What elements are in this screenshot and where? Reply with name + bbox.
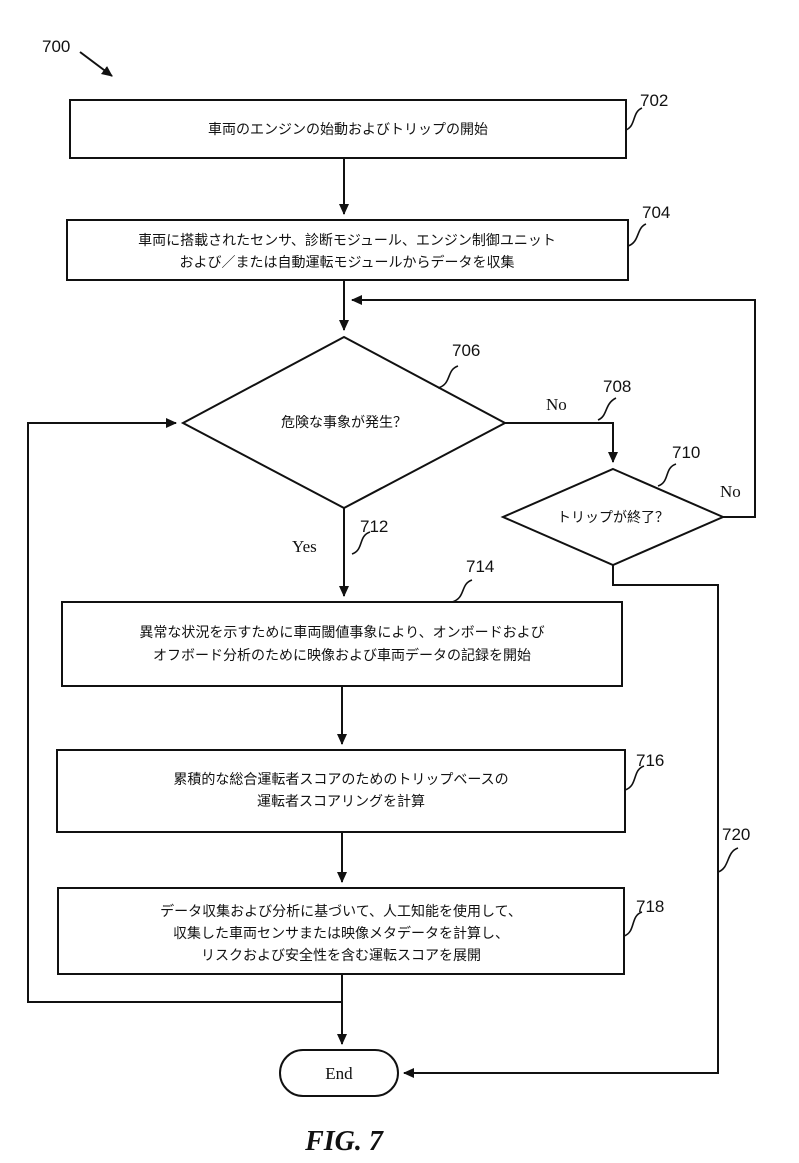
label-710-no: No	[720, 482, 741, 501]
decision-710-text: トリップが終了？	[557, 510, 669, 526]
ref-706-leader	[438, 366, 458, 388]
ref-706: 706	[452, 341, 480, 360]
ref-704: 704	[642, 203, 670, 222]
ref-710-leader	[658, 464, 676, 486]
figure-caption: FIG. 7	[304, 1126, 384, 1157]
step-718-text-3: リスクおよび安全性を含む運転スコアを展開	[201, 947, 481, 964]
ref-702: 702	[640, 91, 668, 110]
step-716-text-2: 運転者スコアリングを計算	[257, 794, 425, 810]
ref-714: 714	[466, 557, 494, 576]
step-704-box	[67, 220, 628, 280]
step-704-text-1: 車両に搭載されたセンサ、診断モジュール、エンジン制御ユニット	[138, 232, 556, 249]
step-714-text-1: 異常な状況を示すために車両閾値事象により、オンボードおよび	[139, 624, 544, 641]
end-label: End	[325, 1064, 353, 1083]
step-704-text-2: および／または自動運転モジュールからデータを収集	[179, 254, 514, 271]
step-714-box	[62, 602, 622, 686]
step-718-text-2: 収集した車両センサまたは映像メタデータを計算し、	[173, 925, 509, 942]
step-714-text-2: オフボード分析のために映像および車両データの記録を開始	[153, 647, 531, 664]
ref-712: 712	[360, 517, 388, 536]
arrow-706-no-710	[505, 423, 613, 462]
ref-716: 716	[636, 751, 664, 770]
decision-706-text: 危険な事象が発生？	[281, 415, 407, 431]
step-718-text-1: データ収集および分析に基づいて、人工知能を使用して、	[160, 903, 522, 920]
ref-720-leader	[718, 848, 738, 872]
step-716-box	[57, 750, 625, 832]
step-702-text-1: 車両のエンジンの始動およびトリップの開始	[208, 121, 488, 138]
ref-718: 718	[636, 897, 664, 916]
ref-708: 708	[603, 377, 631, 396]
figure-number: 700	[42, 37, 70, 56]
label-706-yes: Yes	[292, 537, 317, 556]
ref-710: 710	[672, 443, 700, 462]
ref-702-leader	[626, 108, 642, 130]
ref-708-leader	[598, 398, 616, 420]
label-706-no: No	[546, 395, 567, 414]
step-716-text-1: 累積的な総合運転者スコアのためのトリップベースの	[173, 772, 508, 788]
figure-pointer-arrow	[80, 52, 112, 76]
ref-714-leader	[452, 580, 472, 602]
ref-720: 720	[722, 825, 750, 844]
ref-704-leader	[628, 224, 646, 246]
